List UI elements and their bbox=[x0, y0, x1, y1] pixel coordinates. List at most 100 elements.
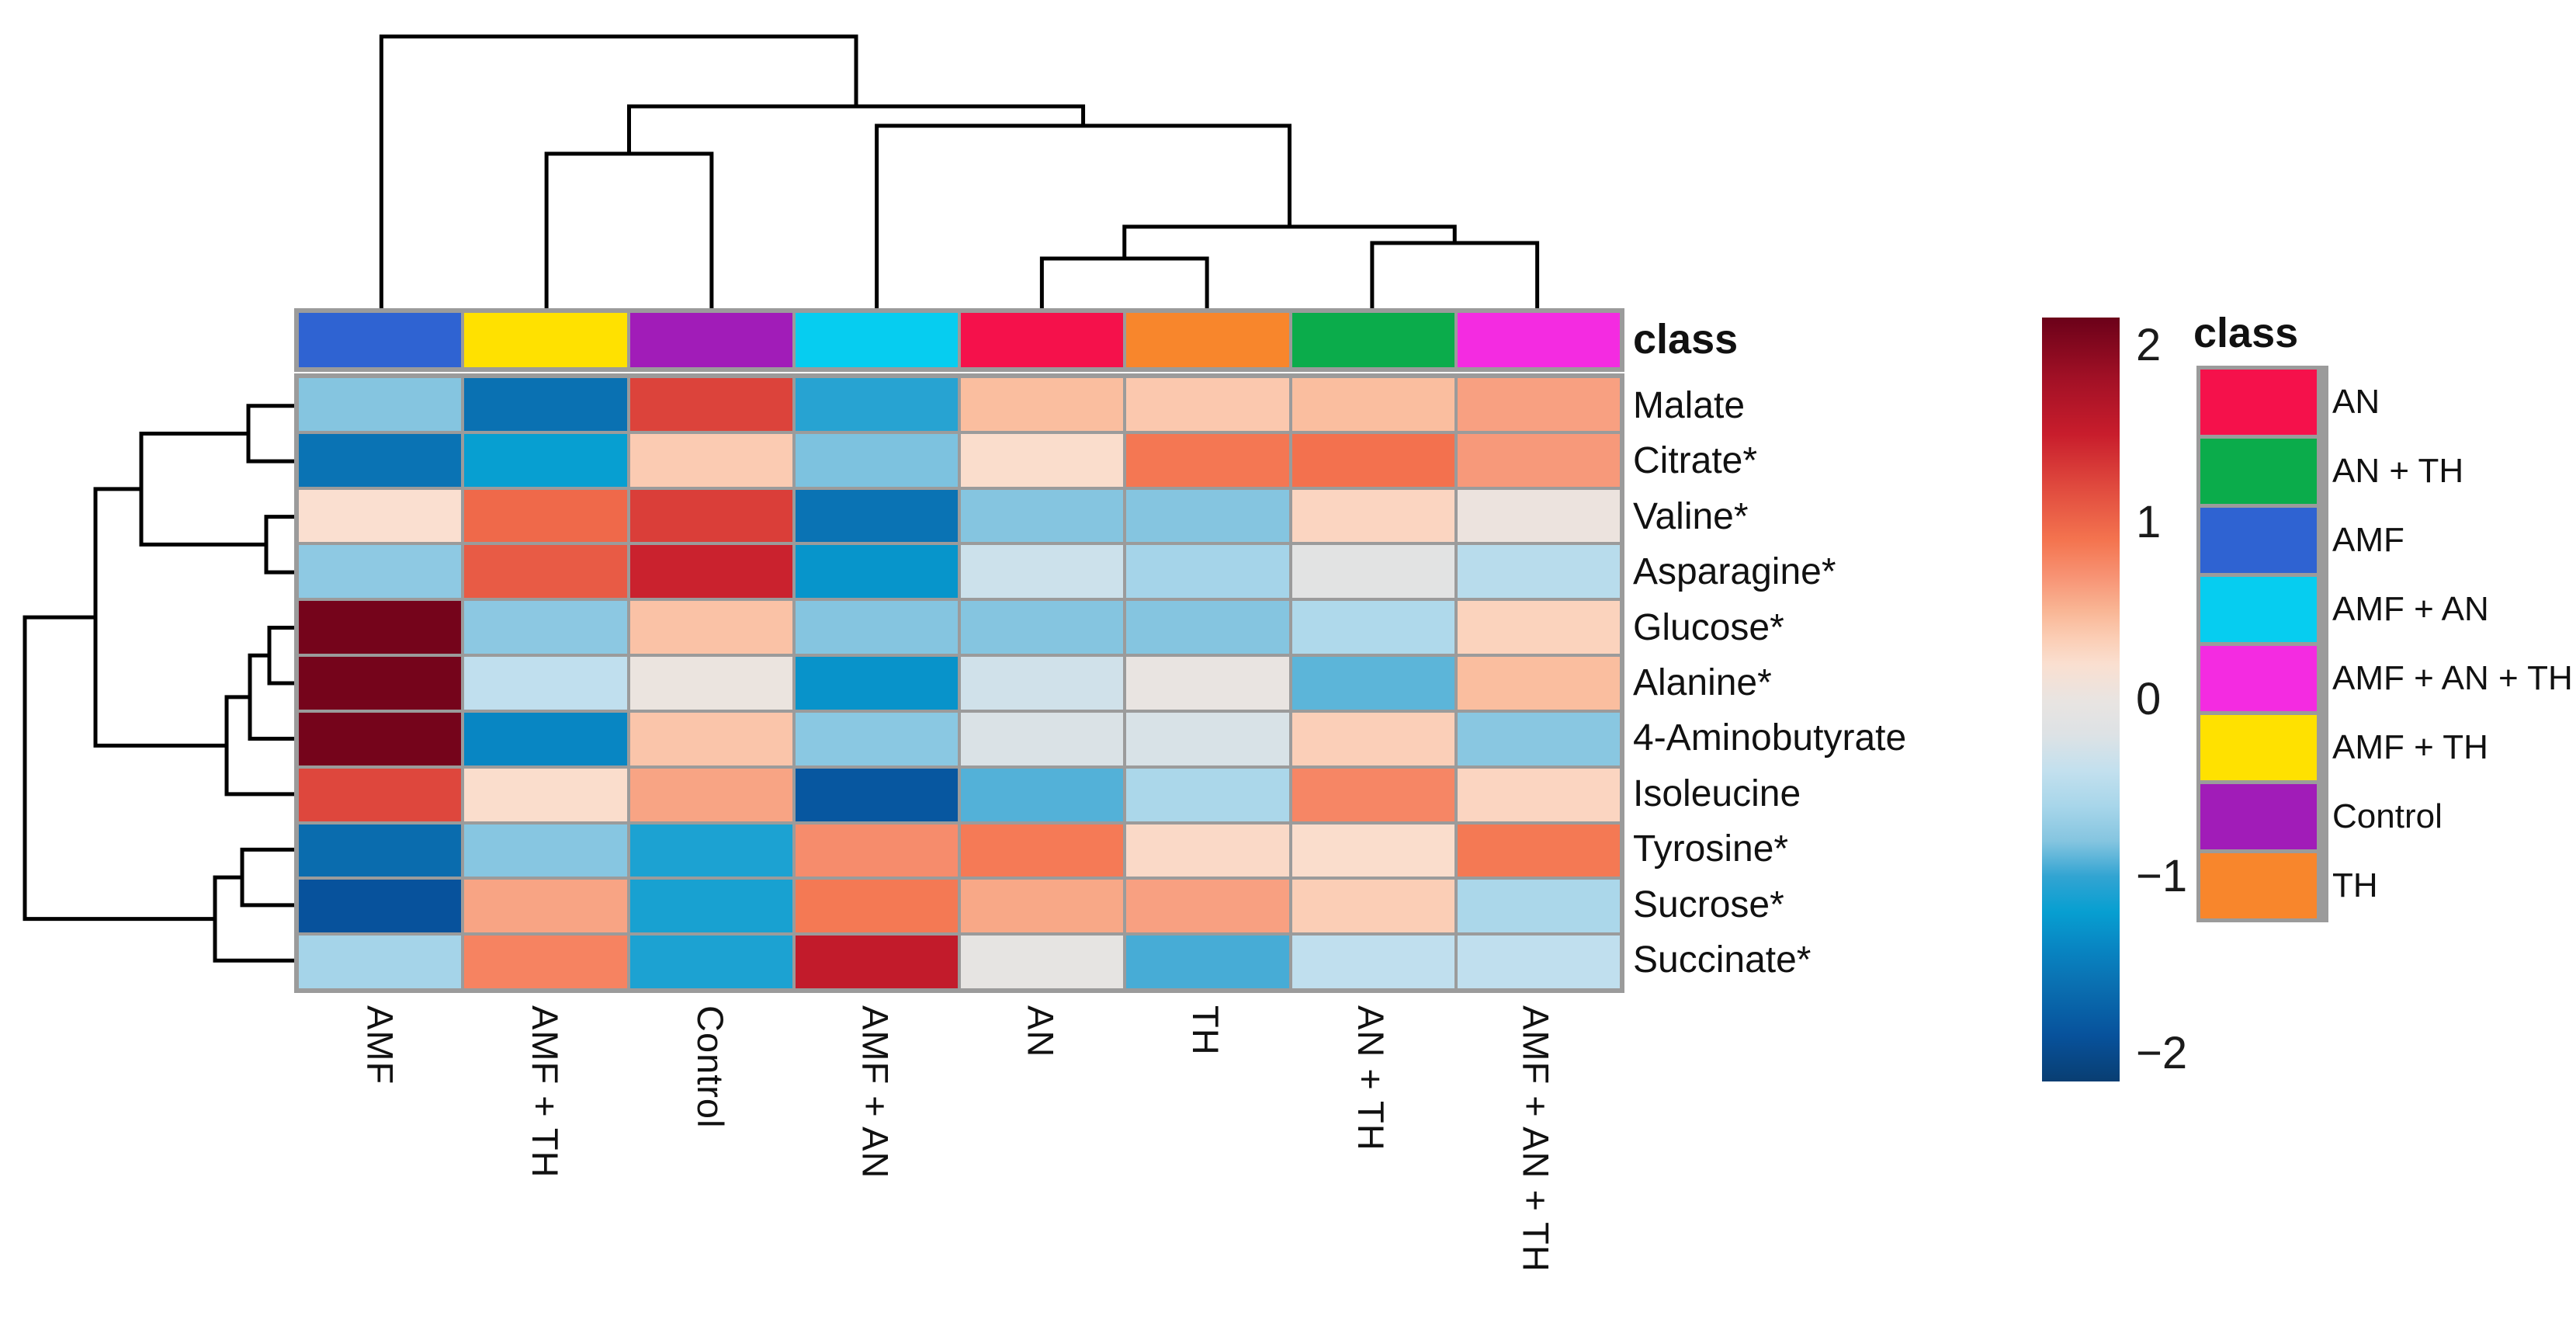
row-label: Succinate* bbox=[1633, 939, 1812, 981]
colorbar-tick-label: 2 bbox=[2136, 320, 2162, 371]
heatmap-cell bbox=[961, 489, 1124, 543]
heatmap-cell bbox=[1291, 712, 1454, 765]
heatmap-cell bbox=[629, 433, 792, 487]
heatmap-cell bbox=[961, 880, 1124, 933]
heatmap-cell bbox=[1291, 824, 1454, 877]
legend-label: AMF + AN + TH bbox=[2332, 659, 2573, 697]
heatmap-cell bbox=[1291, 378, 1454, 431]
column-label: AMF + AN bbox=[855, 1005, 896, 1179]
heatmap-cell bbox=[1457, 824, 1620, 877]
legend-swatch bbox=[2200, 439, 2317, 504]
heatmap-cell bbox=[961, 433, 1124, 487]
row-label: Sucrose* bbox=[1633, 883, 1784, 925]
class-strip-cell bbox=[464, 313, 627, 367]
heatmap-cell bbox=[795, 601, 958, 654]
row-label: Alanine* bbox=[1633, 662, 1772, 703]
row-label: Glucose* bbox=[1633, 606, 1784, 648]
legend-label: Control bbox=[2332, 797, 2443, 835]
heatmap-cell bbox=[299, 489, 462, 543]
row-label: Tyrosine* bbox=[1633, 828, 1789, 870]
heatmap-cell bbox=[1126, 657, 1289, 710]
heatmap-cell bbox=[299, 712, 462, 765]
heatmap-cell bbox=[629, 712, 792, 765]
heatmap-cell bbox=[1126, 378, 1289, 431]
heatmap-cell bbox=[299, 601, 462, 654]
heatmap-cell bbox=[1291, 768, 1454, 821]
row-label: Isoleucine bbox=[1633, 772, 1801, 814]
class-strip-cell bbox=[795, 313, 958, 367]
legend-swatch bbox=[2200, 370, 2317, 435]
heatmap-cell bbox=[795, 712, 958, 765]
heatmap-cell bbox=[1291, 489, 1454, 543]
heatmap-cell bbox=[1291, 433, 1454, 487]
heatmap-cell bbox=[1457, 936, 1620, 988]
heatmap-cell bbox=[1291, 936, 1454, 988]
heatmap-cell bbox=[795, 880, 958, 933]
heatmap-cell bbox=[464, 545, 627, 599]
heatmap-cell bbox=[961, 936, 1124, 988]
heatmap-cell bbox=[629, 601, 792, 654]
legend-label: TH bbox=[2332, 866, 2378, 904]
heatmap-cell bbox=[629, 489, 792, 543]
heatmap-cell bbox=[795, 378, 958, 431]
heatmap-cell bbox=[464, 768, 627, 821]
heatmap-cell bbox=[795, 824, 958, 877]
heatmap-cell bbox=[464, 824, 627, 877]
legend-label: AN bbox=[2332, 383, 2380, 421]
heatmap-cell bbox=[299, 824, 462, 877]
heatmap-cell bbox=[299, 768, 462, 821]
heatmap-cell bbox=[795, 433, 958, 487]
heatmap-cell bbox=[1457, 768, 1620, 821]
heatmap-cell bbox=[795, 545, 958, 599]
column-label: AN bbox=[1020, 1005, 1062, 1058]
heatmap-cell bbox=[795, 768, 958, 821]
heatmap-cell bbox=[1457, 545, 1620, 599]
class-strip-cell bbox=[1457, 313, 1620, 367]
heatmap-cell bbox=[464, 433, 627, 487]
heatmap-cell bbox=[464, 712, 627, 765]
heatmap-cell bbox=[1457, 378, 1620, 431]
column-label: AMF + AN + TH bbox=[1515, 1005, 1557, 1272]
heatmap-cell bbox=[1126, 433, 1289, 487]
heatmap-cell bbox=[1457, 489, 1620, 543]
legend-label: AN + TH bbox=[2332, 452, 2464, 490]
heatmap-cell bbox=[795, 936, 958, 988]
legend-swatch bbox=[2200, 577, 2317, 642]
column-label: AMF + TH bbox=[525, 1005, 567, 1179]
class-strip-cell bbox=[629, 313, 792, 367]
heatmap-cell bbox=[1291, 657, 1454, 710]
heatmap-grid bbox=[294, 373, 1624, 993]
colorbar-tick-label: 1 bbox=[2136, 497, 2162, 548]
heatmap-cell bbox=[1126, 712, 1289, 765]
heatmap-cell bbox=[1126, 824, 1289, 877]
heatmap-cell bbox=[299, 545, 462, 599]
row-label: Asparagine* bbox=[1633, 551, 1836, 593]
heatmap-cell bbox=[629, 880, 792, 933]
colorbar-tick-label: 0 bbox=[2136, 674, 2162, 724]
heatmap-cell bbox=[961, 657, 1124, 710]
heatmap-cell bbox=[1457, 601, 1620, 654]
column-label: TH bbox=[1185, 1005, 1227, 1056]
legend-swatch bbox=[2200, 853, 2317, 918]
heatmap-cell bbox=[299, 433, 462, 487]
colorbar-tick-label: −2 bbox=[2136, 1027, 2188, 1078]
heatmap-cell bbox=[1457, 657, 1620, 710]
row-label: Citrate* bbox=[1633, 440, 1758, 482]
legend-swatches bbox=[2196, 366, 2328, 922]
heatmap-cell bbox=[629, 657, 792, 710]
row-label: Valine* bbox=[1633, 495, 1749, 537]
heatmap-cell bbox=[1126, 545, 1289, 599]
heatmap-cell bbox=[1291, 601, 1454, 654]
heatmap-cell bbox=[1126, 489, 1289, 543]
heatmap-cell bbox=[629, 378, 792, 431]
row-label: Malate bbox=[1633, 384, 1746, 426]
heatmap-cell bbox=[629, 545, 792, 599]
class-strip-cell bbox=[1126, 313, 1289, 367]
heatmap-cell bbox=[464, 489, 627, 543]
heatmap-cell bbox=[961, 545, 1124, 599]
class-strip-cell bbox=[1291, 313, 1454, 367]
heatmap-cell bbox=[299, 880, 462, 933]
legend-title: class bbox=[2193, 310, 2299, 356]
colorbar-gradient bbox=[2042, 318, 2120, 1081]
heatmap-cell bbox=[961, 378, 1124, 431]
